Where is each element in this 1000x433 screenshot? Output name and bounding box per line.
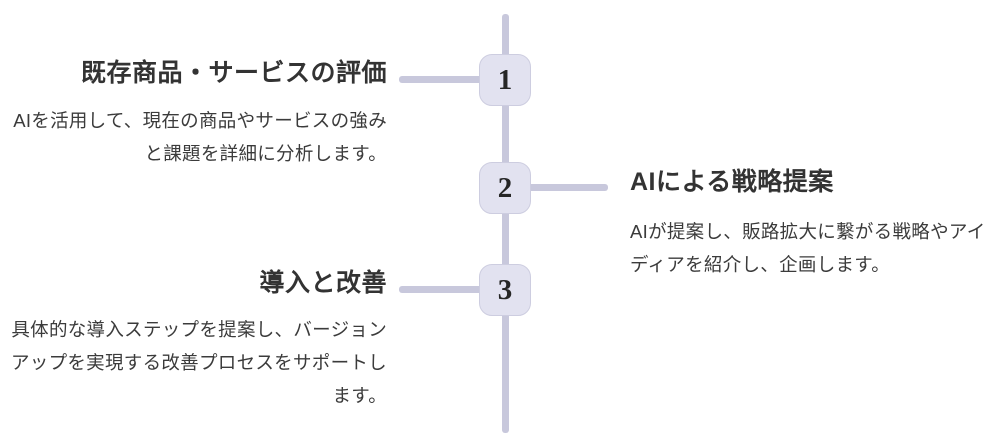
timeline-step-3-heading: 導入と改善 xyxy=(259,269,387,297)
timeline-node-2-number: 2 xyxy=(497,171,513,204)
timeline-step-1-content: 既存商品・サービスの評価 AIを活用して、現在の商品やサービスの強みと課題を詳細… xyxy=(0,58,387,171)
timeline-node-2: 2 xyxy=(479,162,531,214)
connector-line-step-2 xyxy=(524,184,608,191)
timeline-step-1-heading: 既存商品・サービスの評価 xyxy=(80,59,387,87)
connector-line-step-3 xyxy=(399,286,487,293)
timeline-node-1-number: 1 xyxy=(497,63,513,96)
timeline-step-2-content: AIによる戦略提案 AIが提案し、販路拡大に繋がる戦略やアイディアを紹介し、企画… xyxy=(630,167,990,282)
timeline-step-3-content: 導入と改善 具体的な導入ステップを提案し、バージョンアップを実現する改善プロセス… xyxy=(0,268,387,413)
timeline-step-3-description: 具体的な導入ステップを提案し、バージョンアップを実現する改善プロセスをサポートし… xyxy=(10,319,387,406)
timeline-step-2-heading: AIによる戦略提案 xyxy=(630,168,834,196)
connector-line-step-1 xyxy=(399,76,487,83)
timeline-step-2-description: AIが提案し、販路拡大に繋がる戦略やアイディアを紹介し、企画します。 xyxy=(630,221,986,275)
timeline-node-3: 3 xyxy=(479,264,531,316)
timeline-step-1-description: AIを活用して、現在の商品やサービスの強みと課題を詳細に分析します。 xyxy=(13,110,387,164)
timeline-node-3-number: 3 xyxy=(497,273,513,306)
timeline-vertical-line xyxy=(502,14,509,433)
timeline-node-1: 1 xyxy=(479,54,531,106)
